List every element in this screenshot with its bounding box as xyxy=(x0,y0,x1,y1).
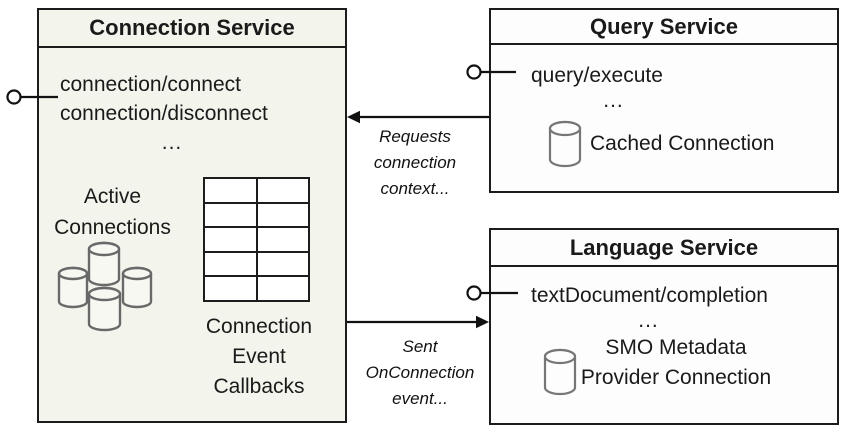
table-cell xyxy=(205,179,256,202)
connection-event-callbacks-table xyxy=(203,177,310,302)
query-service-title: Query Service xyxy=(491,10,837,45)
requests-connection-context-label: Requests connection context... xyxy=(373,127,457,198)
language-methods-ellipsis: ... xyxy=(638,309,659,332)
method-connection-disconnect: connection/disconnect xyxy=(60,102,268,125)
table-cell xyxy=(205,203,256,227)
table-cell xyxy=(257,277,308,300)
table-cell xyxy=(257,252,308,276)
method-textdocument-completion: textDocument/completion xyxy=(531,284,768,307)
sent-onconnection-event-label: Sent OnConnection event... xyxy=(365,337,475,408)
table-cell xyxy=(257,179,308,202)
connection-methods-ellipsis: ... xyxy=(161,131,183,154)
language-service-methods: textDocument/completion ... xyxy=(531,283,768,333)
requests-arrow xyxy=(347,110,489,124)
connection-service-title: Connection Service xyxy=(39,10,345,48)
connection-event-callbacks-label: Connection Event Callbacks xyxy=(205,315,313,398)
method-connection-connect: connection/connect xyxy=(60,73,241,96)
connection-service-methods: connection/connect connection/disconnect… xyxy=(60,70,284,157)
query-methods-ellipsis: ... xyxy=(603,89,624,112)
table-cell xyxy=(205,277,256,300)
table-cell xyxy=(257,228,308,251)
connection-service-box: Connection Service connection/connect co… xyxy=(37,8,347,423)
language-service-title: Language Service xyxy=(491,230,837,267)
query-service-methods: query/execute ... xyxy=(531,63,696,113)
smo-metadata-provider-connection-label: SMO Metadata Provider Connection xyxy=(580,336,772,389)
query-service-box: Query Service query/execute ... Cached C… xyxy=(489,8,839,193)
language-service-box: Language Service textDocument/completion… xyxy=(489,228,839,425)
table-cell xyxy=(257,203,308,227)
cached-connection-label: Cached Connection xyxy=(590,132,775,155)
table-cell xyxy=(205,228,256,251)
active-connections-label: Active Connections xyxy=(54,185,171,239)
method-query-execute: query/execute xyxy=(531,64,663,87)
table-cell xyxy=(205,252,256,276)
sent-onconnection-arrow xyxy=(347,315,489,329)
